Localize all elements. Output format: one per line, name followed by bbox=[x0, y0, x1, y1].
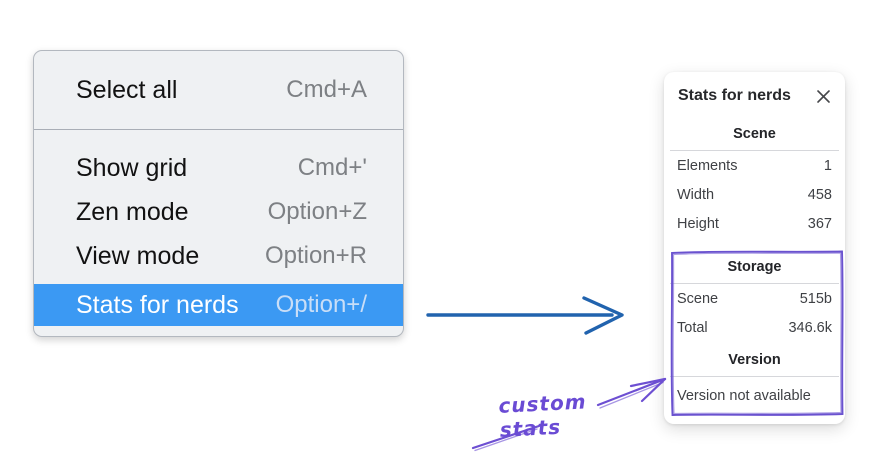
menu-item-shortcut: Cmd+' bbox=[297, 154, 367, 181]
stat-value: 346.6k bbox=[788, 319, 832, 336]
stat-label: Height bbox=[677, 215, 719, 232]
menu-item-view-mode[interactable]: View mode Option+R bbox=[34, 234, 403, 278]
version-note: Version not available bbox=[677, 387, 811, 404]
stat-row-height: Height 367 bbox=[664, 209, 845, 238]
stat-value: 458 bbox=[807, 186, 832, 203]
menu-item-label: Show grid bbox=[76, 153, 188, 182]
menu-item-shortcut: Cmd+A bbox=[286, 76, 367, 103]
stat-row-scene-size: Scene 515b bbox=[664, 284, 845, 313]
menu-item-show-grid[interactable]: Show grid Cmd+' bbox=[34, 146, 403, 190]
stat-label: Elements bbox=[677, 157, 738, 174]
section-title-storage: Storage bbox=[727, 259, 782, 275]
close-icon[interactable] bbox=[814, 87, 832, 105]
section-title-version: Version bbox=[728, 352, 781, 368]
menu-item-label: Select all bbox=[76, 75, 178, 104]
stat-row-elements: Elements 1 bbox=[664, 151, 845, 180]
stat-value: 367 bbox=[807, 215, 832, 232]
menu-item-shortcut: Option+Z bbox=[267, 198, 367, 225]
stat-row-total-size: Total 346.6k bbox=[664, 313, 845, 342]
stat-value: 1 bbox=[823, 157, 832, 174]
menu-item-label: Stats for nerds bbox=[76, 290, 239, 319]
stat-value: 515b bbox=[799, 290, 832, 307]
menu-item-shortcut: Option+R bbox=[264, 242, 367, 269]
menu-item-select-all[interactable]: Select all Cmd+A bbox=[34, 68, 403, 112]
right-arrow-icon bbox=[426, 296, 624, 335]
stat-label: Scene bbox=[677, 290, 719, 307]
stat-row-width: Width 458 bbox=[664, 180, 845, 209]
menu-item-zen-mode[interactable]: Zen mode Option+Z bbox=[34, 190, 403, 234]
section-title-scene: Scene bbox=[733, 126, 776, 142]
stat-label: Width bbox=[677, 186, 715, 203]
annotation-label: custom stats bbox=[497, 389, 588, 442]
stats-panel-title: Stats for nerds bbox=[678, 87, 791, 104]
menu-item-label: Zen mode bbox=[76, 197, 189, 226]
menu-item-label: View mode bbox=[76, 241, 200, 270]
menu-item-stats-for-nerds[interactable]: Stats for nerds Option+/ bbox=[34, 284, 403, 326]
context-menu: Select all Cmd+A Show grid Cmd+' Zen mod… bbox=[33, 50, 404, 337]
stat-label: Total bbox=[677, 319, 708, 336]
stats-panel: Stats for nerds Scene Elements 1 Width 4… bbox=[664, 72, 845, 424]
menu-item-shortcut: Option+/ bbox=[275, 291, 367, 318]
section-rule bbox=[670, 150, 839, 151]
menu-divider bbox=[34, 129, 403, 130]
